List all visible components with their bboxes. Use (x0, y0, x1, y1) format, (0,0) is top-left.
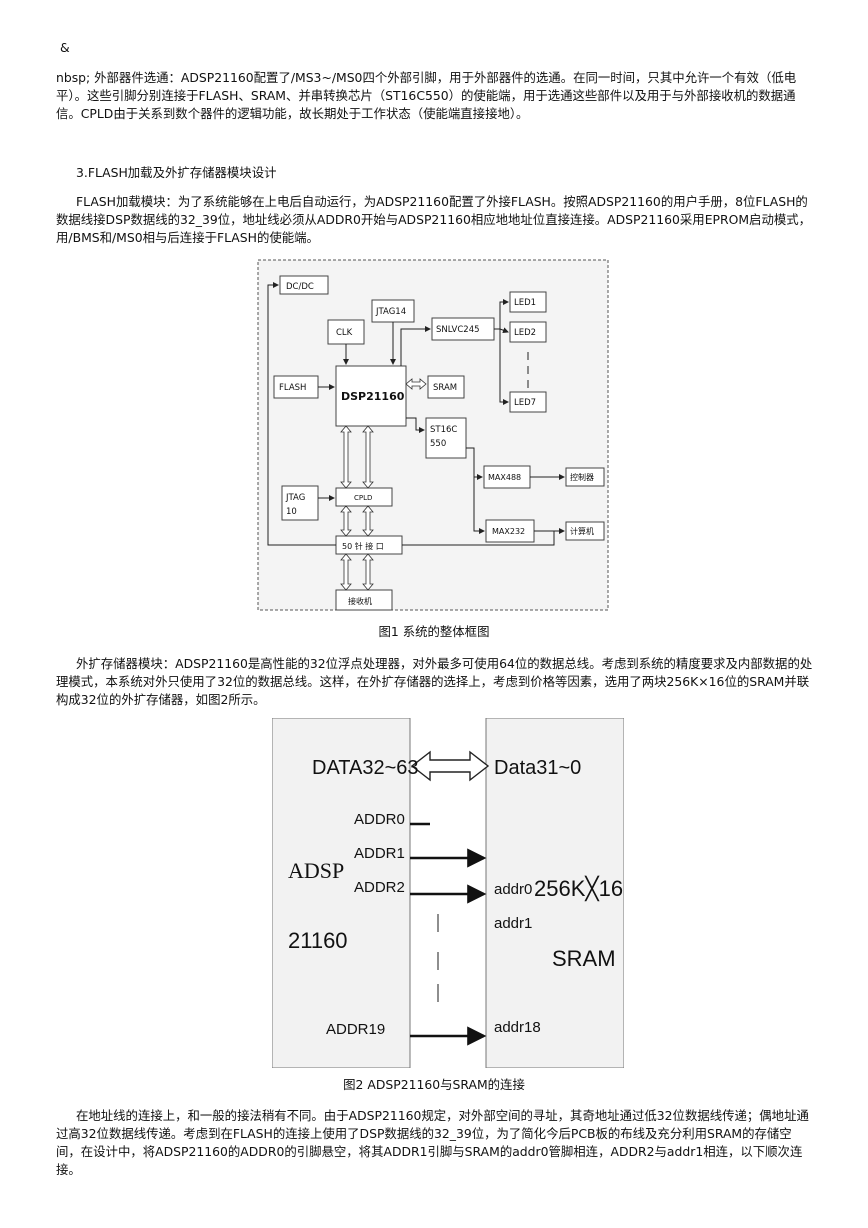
fig2-sram-label: SRAM (552, 946, 616, 971)
fig1-controller-label: 控制器 (570, 472, 594, 482)
fig2-sram-addr18-label: addr18 (494, 1019, 541, 1036)
dsp-sram-bus-arrow (405, 378, 427, 390)
paragraph-address-connection: 在地址线的连接上，和一般的接法稍有不同。由于ADSP21160规定，对外部空间的… (56, 1108, 809, 1177)
fig1-cpld-label: CPLD (354, 494, 372, 502)
fig1-dsp-label: DSP21160 (341, 390, 405, 403)
fig2-addr0-label: ADDR0 (354, 811, 405, 828)
cpld-box (335, 487, 393, 507)
fig1-led7-label: LED7 (514, 398, 536, 408)
cpld-port-bus-left (340, 505, 352, 537)
fig2-adsp-number-label: 21160 (288, 928, 348, 953)
fig1-jtag10-label-line1: JTAG (285, 493, 305, 503)
fig1-clk-label: CLK (336, 328, 353, 338)
sram-panel (485, 718, 624, 1068)
fig1-flash-label: FLASH (279, 383, 306, 393)
cpld-port-bus-right (362, 505, 374, 537)
clk-box (327, 319, 365, 345)
port-receiver-bus-left (340, 553, 352, 591)
fig2-addr1-label: ADDR1 (354, 845, 405, 862)
figure-1-caption: 图1 系统的整体框图 (378, 624, 490, 639)
dsp-cpld-bus-left (340, 425, 352, 489)
fig2-sram-size-label: 256K╳16 (534, 875, 623, 902)
fig1-led1-label: LED1 (514, 298, 536, 308)
dcdc-box (279, 275, 329, 295)
adsp-panel (272, 718, 411, 1068)
paragraph-external-memory: 外扩存储器模块：ADSP21160是高性能的32位浮点处理器，对外最多可使用64… (56, 656, 813, 707)
figure-2-adsp-sram-connection: DATA32~63 Data31~0 ADDR0 ADDR1 ADDR2 ADD… (272, 718, 624, 1068)
jtag10-box (281, 485, 319, 521)
paragraph-flash-loading: FLASH加载模块：为了系统能够在上电后自动运行，为ADSP21160配置了外接… (56, 194, 812, 245)
led2-box (509, 321, 547, 343)
dsp21160-box (335, 365, 407, 427)
fig2-sram-addr0-label: addr0 (494, 881, 532, 898)
fig1-port50-label: 50 针 接 口 (342, 541, 384, 551)
controller-box (565, 467, 605, 487)
fig1-jtag14-label: JTAG14 (375, 307, 406, 317)
fig2-addr19-label: ADDR19 (326, 1021, 385, 1038)
port-receiver-bus-right (362, 553, 374, 591)
fig1-dcdc-label: DC/DC (286, 282, 314, 292)
fig2-addr2-label: ADDR2 (354, 879, 405, 896)
ampersand-fragment: & (60, 40, 70, 55)
fig1-st16c-label-line1: ST16C (430, 425, 457, 435)
dsp-cpld-bus-right (362, 425, 374, 489)
section-heading: 3.FLASH加载及外扩存储器模块设计 (76, 165, 277, 180)
data-bus-double-arrow (410, 750, 490, 782)
fig1-jtag10-label-line2: 10 (286, 507, 297, 517)
fig1-max488-label: MAX488 (488, 473, 521, 482)
led1-box (509, 291, 547, 313)
computer-box (565, 521, 605, 541)
figure-2-caption: 图2 ADSP21160与SRAM的连接 (343, 1077, 525, 1092)
fig1-receiver-label: 接收机 (348, 596, 372, 606)
fig1-sram-label: SRAM (433, 383, 457, 393)
receiver-box (335, 589, 393, 611)
sram-box (427, 375, 465, 399)
fig1-max232-label: MAX232 (492, 527, 525, 536)
figure-1-system-block-diagram: DC/DC JTAG14 CLK SNLVC245 LED1 LED2 LED7… (256, 258, 612, 614)
fig1-led2-label: LED2 (514, 328, 536, 338)
fig1-snlvc245-label: SNLVC245 (436, 325, 480, 335)
fig2-adsp-label: ADSP (288, 858, 344, 883)
led7-box (509, 391, 547, 413)
fig2-data-hi-label: DATA32~63 (312, 757, 419, 779)
st16c550-box (425, 417, 467, 459)
fig2-data-lo-label: Data31~0 (494, 757, 581, 779)
fig1-computer-label: 计算机 (570, 526, 594, 536)
paragraph-external-select: nbsp; 外部器件选通：ADSP21160配置了/MS3~/MS0四个外部引脚… (56, 70, 797, 121)
fig2-sram-addr1-label: addr1 (494, 915, 532, 932)
fig1-st16c-label-line2: 550 (430, 439, 446, 449)
